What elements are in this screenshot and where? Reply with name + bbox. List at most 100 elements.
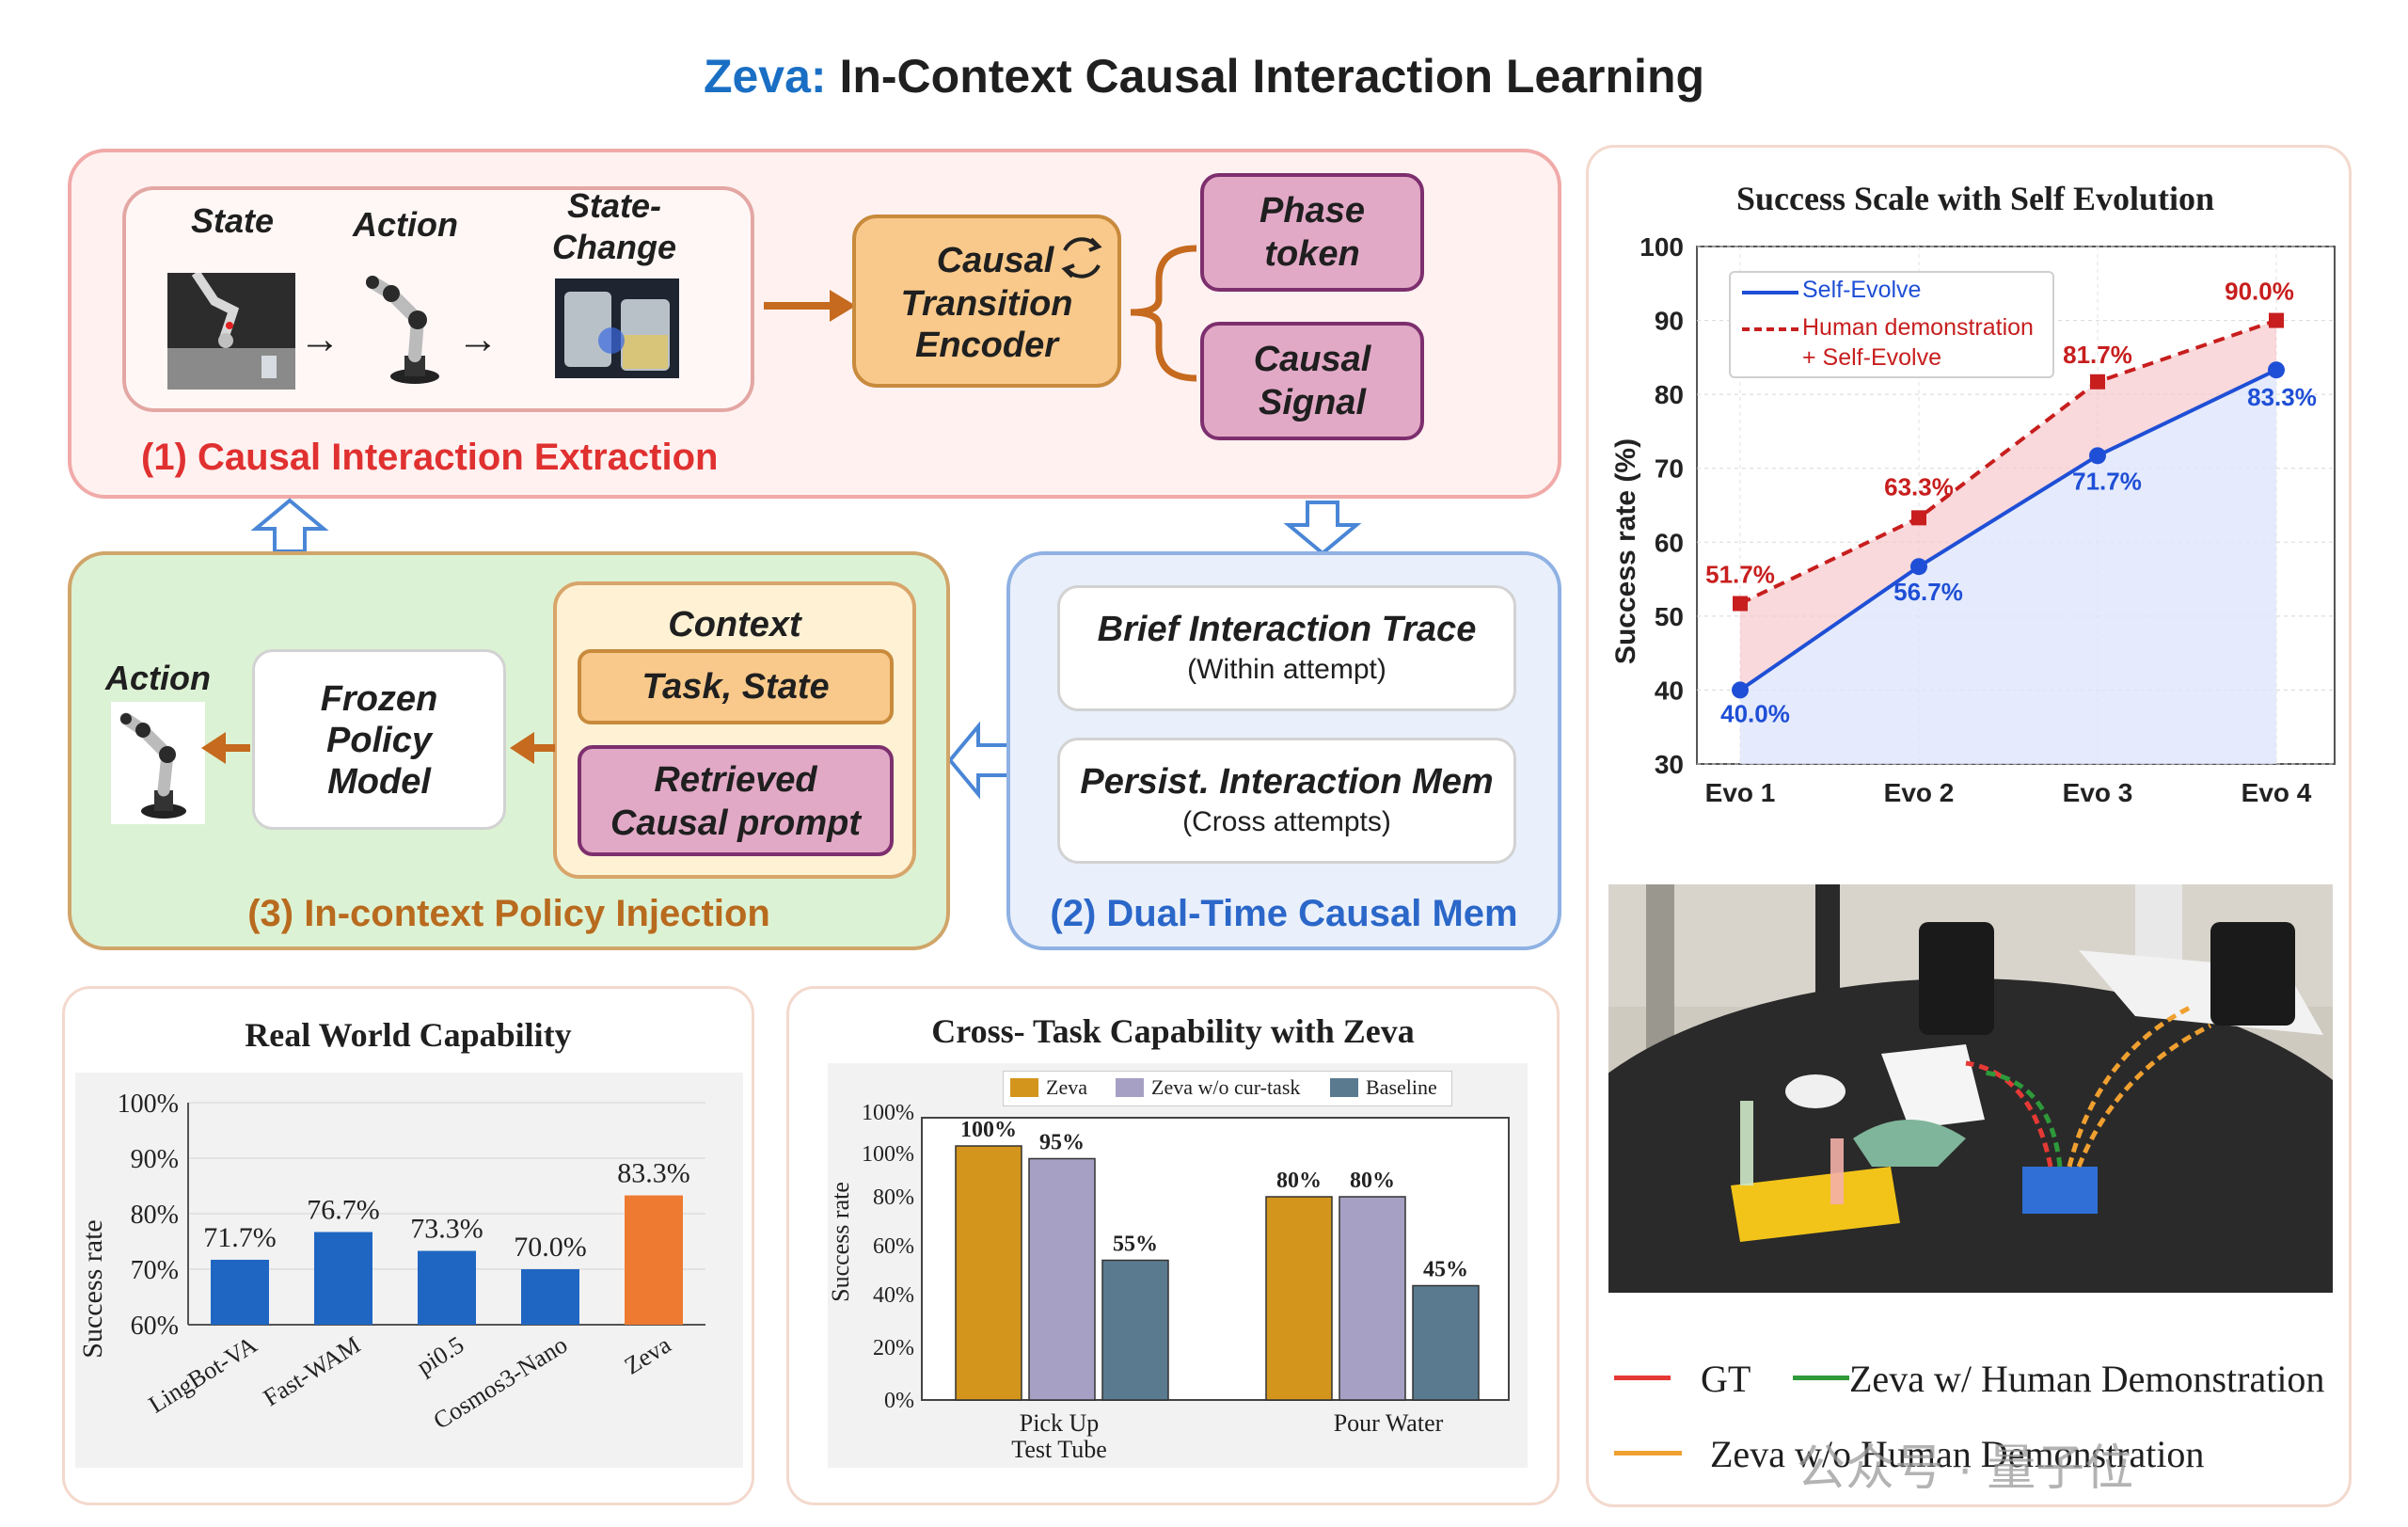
human-demo-point	[2269, 312, 2284, 328]
encoder-line-1: Causal	[936, 240, 1054, 280]
y-tick-label: 80	[1655, 380, 1684, 409]
memory-step-label: (2) Dual-Time Causal Mem	[1050, 892, 1518, 934]
bar-value-label: 76.7%	[307, 1194, 380, 1225]
extraction-step-label: (1) Causal Interaction Extraction	[141, 437, 719, 478]
y-tick-label: 80%	[131, 1201, 179, 1230]
human-demo-data-label: 51.7%	[1705, 561, 1775, 589]
x-tick-label: Evo 4	[2242, 778, 2312, 807]
human-demo-area	[1740, 320, 2276, 691]
arrow-icon: →	[299, 316, 341, 362]
legend-self-evolve-swatch	[1742, 291, 1798, 294]
arrow-to-policy	[510, 732, 555, 764]
retrieved-causal-prompt-box	[578, 745, 894, 856]
bar	[418, 1250, 476, 1325]
persist-subtitle: (Cross attempts)	[1182, 806, 1391, 837]
x-tick-label: Evo 1	[1705, 778, 1776, 807]
bar	[955, 1145, 1022, 1401]
gt-line	[1614, 1376, 1671, 1380]
self-evolve-point	[2268, 361, 2285, 379]
cross-task-bar-chart: Success rate 0%20%40%60%80%100%100%100%9…	[828, 1063, 1528, 1468]
bar	[1028, 1157, 1096, 1401]
human-demo-data-label: 81.7%	[2063, 341, 2132, 369]
state-image	[167, 270, 295, 390]
without-demo-line	[1614, 1451, 1682, 1455]
page-title: Zeva: In-Context Causal Interaction Lear…	[0, 49, 2408, 103]
persist-interaction-mem-box	[1057, 738, 1516, 864]
legend-zeva-swatch	[1010, 1078, 1038, 1097]
y-tick-label: 60%	[873, 1234, 914, 1259]
self-evolve-data-label: 71.7%	[2072, 467, 2142, 495]
causal-signal-line-1: Causal	[1253, 339, 1371, 379]
gt-label: GT	[1701, 1358, 1751, 1400]
self-evolve-area	[1740, 370, 2276, 764]
bar	[625, 1195, 683, 1325]
legend-zeva-wo: Zeva w/o cur-task	[1151, 1075, 1301, 1099]
causal-signal-box	[1200, 322, 1424, 440]
y-tick-label: 100%	[118, 1090, 179, 1119]
with-demo-label: Zeva w/ Human Demonstration	[1849, 1358, 2325, 1400]
human-demo-data-label: 63.3%	[1884, 472, 1954, 501]
frozen-line-2: Policy	[326, 720, 432, 760]
causal-transition-encoder	[852, 215, 1121, 388]
injection-action-label: Action	[105, 659, 211, 697]
bar-value-label: 100%	[960, 1118, 1017, 1142]
bar-value-label: 80%	[1350, 1169, 1395, 1193]
persist-title: Persist. Interaction Mem	[1080, 761, 1494, 802]
phase-token-line-2: token	[1264, 233, 1360, 274]
state-change-label-1: State-	[566, 186, 662, 225]
human-demo-point	[2090, 374, 2105, 390]
cycle-icon	[1054, 230, 1110, 286]
down-arrow-icon	[1283, 501, 1362, 556]
with-demo-line	[1793, 1376, 1849, 1380]
frozen-line-3: Model	[327, 761, 431, 802]
self-evolve-line	[1738, 368, 2277, 692]
y-tick-label: 80%	[873, 1185, 914, 1210]
x-tick-label: Evo 2	[1884, 778, 1955, 807]
y-tick-label: 60%	[131, 1312, 179, 1341]
legend-baseline-swatch	[1330, 1078, 1358, 1097]
y-tick-label: 90	[1655, 307, 1684, 336]
task-state-box: Task, State	[578, 649, 894, 724]
y-tick-label: 70	[1655, 454, 1684, 484]
left-arrow-icon	[947, 721, 1010, 800]
robot-arm-icon	[354, 265, 457, 388]
bar	[211, 1259, 269, 1325]
evolution-y-label: Success rate (%)	[1610, 438, 1641, 664]
injection-step-label: (3) In-context Policy Injection	[247, 892, 770, 934]
retrieved-line-2: Causal prompt	[610, 803, 862, 843]
legend-human-line-2: + Self-Evolve	[1802, 344, 1941, 371]
without-demo-label: Zeva w/o Human Demonstration	[1710, 1433, 2205, 1475]
y-tick-label: 0%	[884, 1389, 914, 1413]
context-label: Context	[668, 604, 801, 644]
legend-human-line-1: Human demonstration	[1802, 314, 2034, 341]
bar-value-label: 80%	[1276, 1169, 1322, 1193]
state-label: State	[190, 201, 275, 240]
category-pick-up-line-2: Test Tube	[1011, 1436, 1107, 1463]
real-world-y-label: Success rate	[77, 1219, 108, 1358]
encoder-line-2: Transition	[900, 283, 1073, 324]
state-change-label-2: Change	[551, 228, 676, 266]
y-tick-label: 40	[1655, 676, 1684, 705]
self-evolve-data-label: 56.7%	[1893, 578, 1963, 606]
human-demo-point	[1911, 510, 1926, 526]
real-world-title: Real World Capability	[245, 1016, 572, 1054]
arrow-to-action	[201, 732, 250, 764]
bar-value-label: 70.0%	[514, 1232, 587, 1263]
legend-baseline: Baseline	[1366, 1075, 1437, 1099]
encoder-line-3: Encoder	[914, 325, 1059, 365]
y-tick-label: 40%	[873, 1283, 914, 1308]
human-demo-line	[1739, 318, 2277, 606]
cross-task-y-label: Success rate	[828, 1182, 854, 1302]
y-tick-label: 90%	[131, 1145, 179, 1174]
y-tick-label: 70%	[131, 1256, 179, 1285]
self-evolve-point	[2089, 447, 2106, 465]
title-rest: In-Context Causal Interaction Learning	[826, 50, 1705, 103]
y-tick-label: 100	[1640, 232, 1684, 262]
arrow-to-encoder	[764, 290, 856, 322]
bar	[1412, 1284, 1480, 1401]
y-tick-label: 100%	[862, 1101, 914, 1125]
bar-value-label: 45%	[1423, 1258, 1468, 1282]
frozen-policy-model	[252, 649, 506, 830]
real-world-bar-chart: Success rate 60%70%80%90%100%71.7%LingBo…	[75, 1073, 743, 1468]
brief-interaction-trace-box	[1057, 585, 1516, 711]
